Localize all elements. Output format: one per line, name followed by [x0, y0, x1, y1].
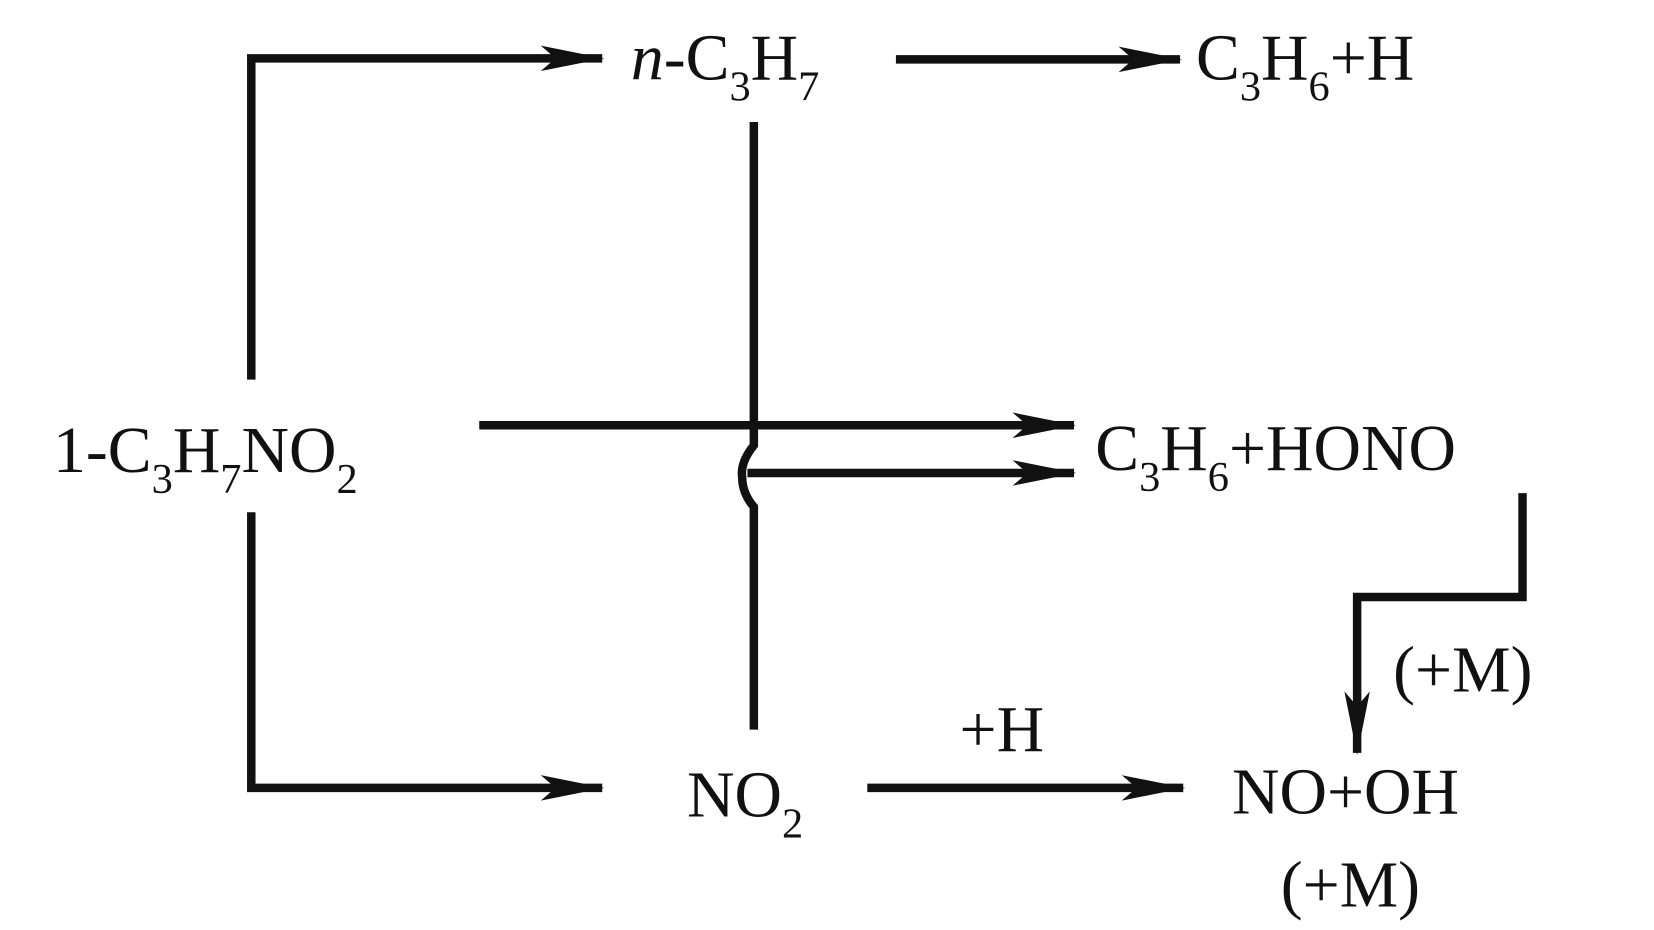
- label-no-oh: NO+OH: [1232, 755, 1459, 828]
- label-plus-m-hono: (+M): [1393, 633, 1532, 706]
- label-plus-m-no-oh: (+M): [1281, 849, 1420, 922]
- arrow-reactant-to-npropyl: [247, 45, 605, 380]
- label-n-propyl: n-C3H7: [631, 22, 819, 111]
- label-plus-h: +H: [960, 693, 1045, 766]
- label-reactant: 1-C3H7NO2: [53, 414, 358, 503]
- label-propene-h: C3H6+H: [1196, 22, 1414, 111]
- label-no2: NO2: [687, 759, 803, 848]
- arrow-hono-to-no-oh: [1344, 493, 1527, 756]
- label-propene-hono: C3H6+HONO: [1095, 412, 1456, 501]
- arrow-reactant-to-no2: [247, 512, 605, 801]
- vertical-connector-npropyl-no2: [737, 121, 759, 730]
